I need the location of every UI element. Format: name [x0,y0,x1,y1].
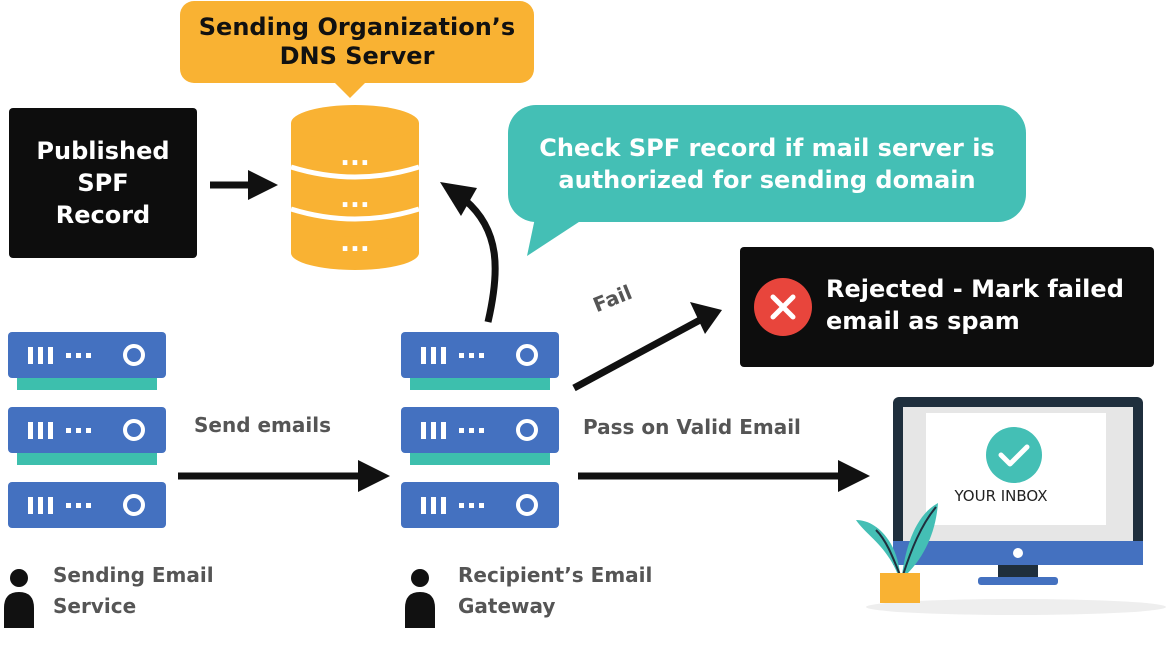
database-slot-3: ... [340,228,370,258]
person-icon [4,569,34,628]
server-indicators-icon [421,344,538,366]
server-unit [8,407,166,453]
pass-valid-email-label: Pass on Valid Email [583,415,801,439]
sending-service-line2: Service [53,594,137,618]
database-icon: ... ... ... [290,105,420,270]
rejected-line2: email as spam [826,307,1020,335]
server-unit [8,482,166,528]
reject-x-icon [754,278,812,336]
monitor-inbox-illustration [856,397,1166,615]
arrow-pass-valid [578,460,870,492]
server-indicators-icon [28,419,145,441]
recipient-gateway-line1: Recipient’s Email [458,563,653,587]
check-bubble-line2: authorized for sending domain [558,165,976,194]
database-slot-1: ... [340,142,370,172]
sending-service-line1: Sending Email [53,563,214,587]
dns-bubble-tail [332,80,368,98]
rejected-line1: Rejected - Mark failed [826,275,1124,303]
send-emails-label: Send emails [194,413,332,437]
server-unit [401,407,559,453]
dns-bubble-line1: Sending Organization’s [198,13,516,41]
arrow-gateway-to-dns [440,182,499,323]
published-spf-record-box: Published SPF Record [9,108,197,258]
server-indicators-icon [421,494,538,516]
check-bubble-line1: Check SPF record if mail server is [539,133,995,162]
server-indicators-icon [28,494,145,516]
recipient-email-gateway-label: Recipient’s Email Gateway [458,560,652,622]
rejected-box: Rejected - Mark failed email as spam [740,247,1154,367]
your-inbox-label: YOUR INBOX [954,487,1048,505]
server-base [17,378,157,390]
database-slot-2: ... [340,184,370,214]
sending-server-stack [8,332,168,532]
check-bubble-tail [527,218,585,256]
server-unit [8,332,166,378]
server-unit [401,332,559,378]
dns-server-bubble: Sending Organization’s DNS Server [180,1,534,83]
arrow-spf-to-dns [210,170,278,200]
plant-pot [880,573,920,603]
arrow-send-emails [178,460,390,492]
sending-email-service-label: Sending Email Service [53,560,214,622]
server-base [410,378,550,390]
check-icon [986,427,1042,483]
spf-box-line1: Published [36,137,170,165]
dns-bubble-line2: DNS Server [279,42,435,70]
person-icon [405,569,435,628]
server-unit [401,482,559,528]
server-base [410,453,550,465]
recipient-gateway-line2: Gateway [458,594,556,618]
spf-box-line3: Record [55,201,151,229]
rejected-text: Rejected - Mark failed email as spam [826,273,1146,337]
server-indicators-icon [28,344,145,366]
check-spf-bubble: Check SPF record if mail server is autho… [508,105,1026,222]
arrow-fail [572,302,722,392]
server-indicators-icon [421,419,538,441]
server-base [17,453,157,465]
spf-box-line2: SPF [77,169,129,197]
gateway-server-stack [401,332,561,532]
